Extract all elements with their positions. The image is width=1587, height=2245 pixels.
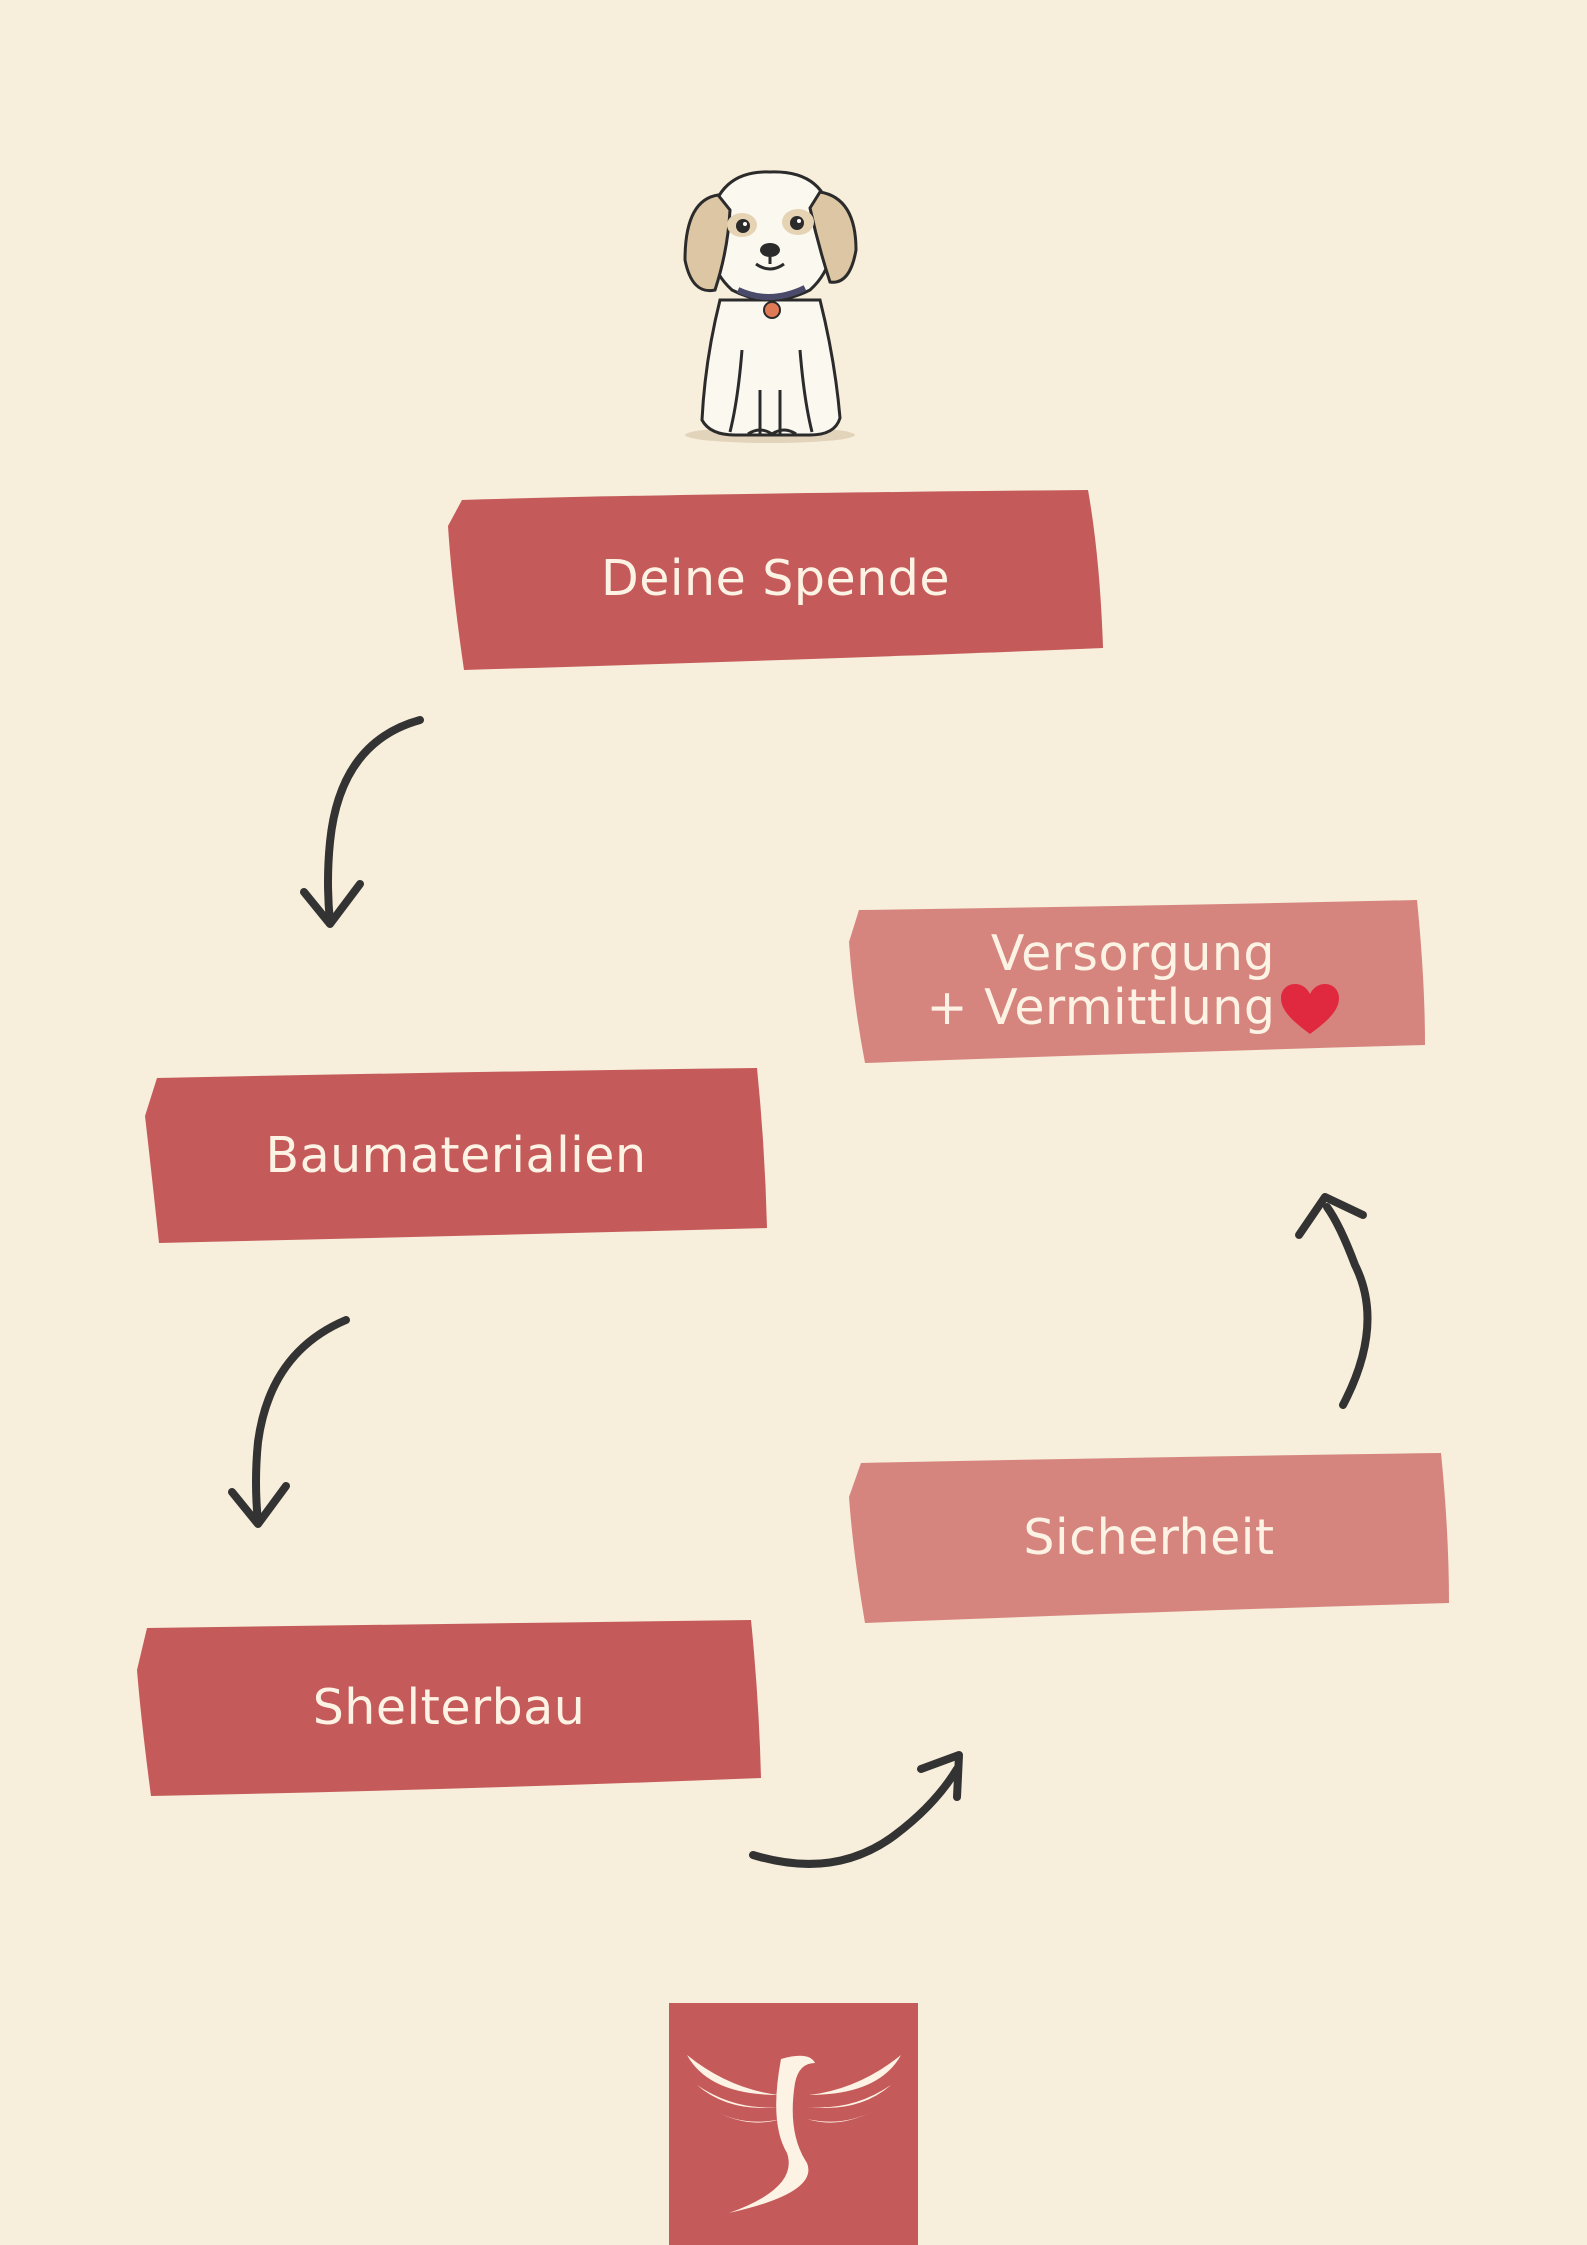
arrow-shelterbau-to-sicherheit [749, 1751, 963, 1868]
arrow-sicherheit-to-versorgung [1295, 1193, 1372, 1409]
step-label: Deine Spende [601, 550, 950, 608]
brush-stroke-bg [137, 1620, 761, 1796]
step-label: Shelterbau [312, 1679, 586, 1737]
puppy-illustration [683, 170, 858, 443]
heart-icon [1281, 984, 1340, 1035]
step-label: Baumaterialien [265, 1126, 647, 1184]
step-baumaterialien: Baumaterialien [145, 1068, 767, 1243]
step-deine-spende: Deine Spende [448, 488, 1103, 670]
brush-stroke-bg [849, 1453, 1449, 1623]
step-label-line1: Versorgung [990, 924, 1276, 982]
arrow-spende-to-baumaterialien [300, 716, 424, 928]
step-shelterbau: Shelterbau [137, 1620, 761, 1796]
bird-logo [669, 2003, 918, 2245]
arrow-baumaterialien-to-shelterbau [228, 1316, 350, 1528]
step-label: Sicherheit [1023, 1509, 1275, 1567]
brush-stroke-bg [849, 900, 1425, 1063]
step-label-line2: + Vermittlung [926, 978, 1276, 1036]
brush-stroke-bg [145, 1068, 767, 1243]
step-label: Versorgung + Vermittlung [926, 924, 1340, 1036]
brush-stroke-bg [448, 490, 1103, 670]
step-versorgung-vermittlung: Versorgung + Vermittlung [849, 900, 1425, 1063]
step-sicherheit: Sicherheit [849, 1453, 1449, 1623]
